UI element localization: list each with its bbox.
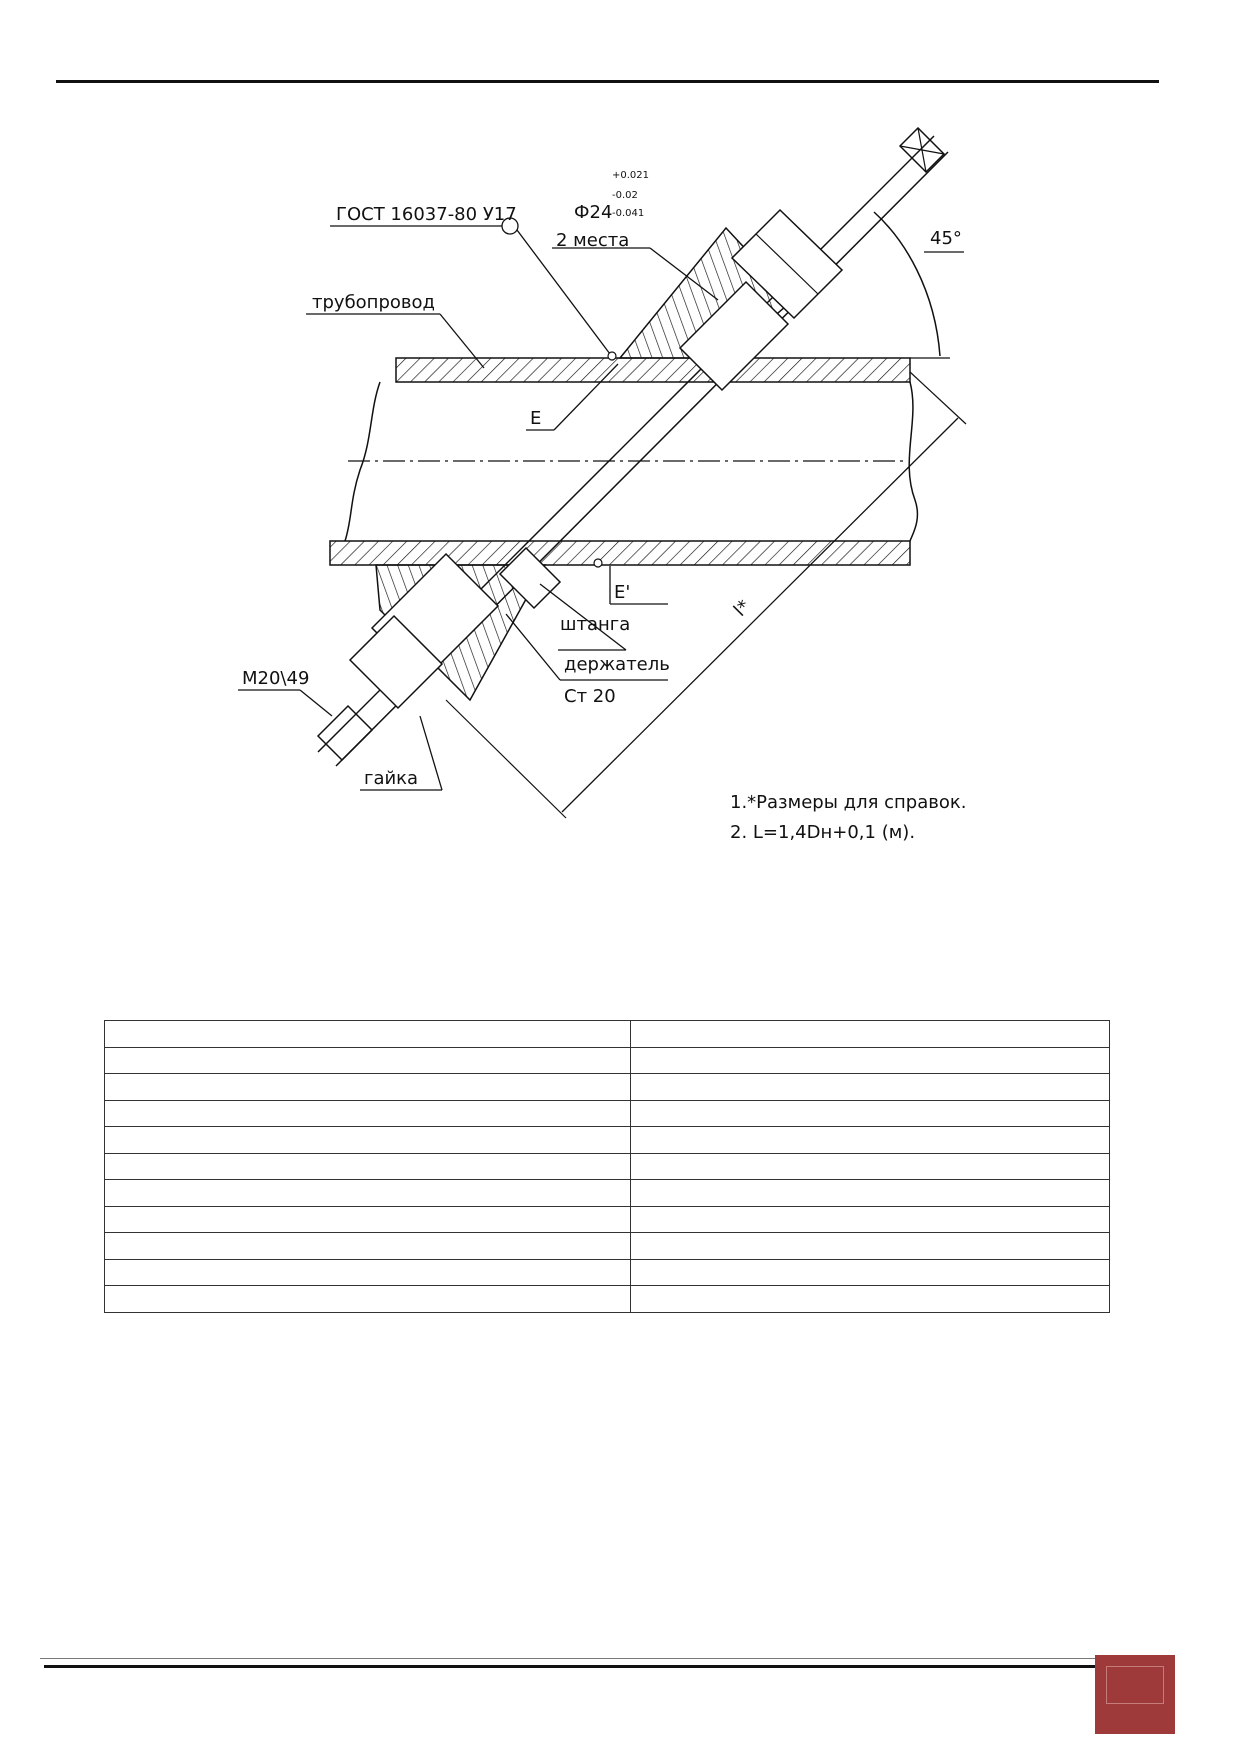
length-dimension [445, 371, 967, 819]
table-cell [104, 1179, 631, 1207]
table-row [104, 1152, 1110, 1180]
table-cell [104, 1205, 631, 1233]
table-row [104, 1205, 1110, 1233]
table-cell [630, 1046, 1110, 1074]
table-cell [104, 1099, 631, 1127]
gost-label: ГОСТ 16037-80 У17 [336, 204, 517, 225]
thread-label: M20\49 [242, 668, 309, 689]
leader-lines [238, 225, 719, 791]
table-cell [104, 1020, 631, 1048]
footer-rule-thin [40, 1658, 1095, 1659]
pipeline-label: трубопровод [312, 292, 435, 313]
angle-label: 45° [930, 228, 962, 249]
table-cell [630, 1073, 1110, 1101]
pipe-break-left [344, 381, 381, 542]
places-label: 2 места [556, 230, 629, 251]
table-cell [630, 1020, 1110, 1048]
table-cell [104, 1126, 631, 1154]
table-row [104, 1020, 1110, 1048]
table-row [104, 1073, 1110, 1101]
table-row [104, 1126, 1110, 1154]
table-cell [630, 1099, 1110, 1127]
angle-arc [873, 211, 941, 357]
table-row [104, 1099, 1110, 1127]
table-cell [630, 1126, 1110, 1154]
table-cell [104, 1285, 631, 1313]
holder-label: держатель [564, 654, 670, 675]
table-cell [630, 1232, 1110, 1260]
upper-nut [678, 208, 844, 392]
table-cell [630, 1179, 1110, 1207]
material-label: Ст 20 [564, 686, 616, 707]
table-cell [630, 1258, 1110, 1286]
pipe-break-right [908, 381, 919, 542]
page-number-badge [1095, 1655, 1175, 1734]
table-row [104, 1046, 1110, 1074]
table-cell [630, 1152, 1110, 1180]
technical-drawing: ГОСТ 16037-80 У17 Ф24 +0.021 -0.02 -0.04… [238, 126, 967, 843]
note-2: 2. L=1,4Dн+0,1 (м). [730, 822, 915, 843]
footer-rule [44, 1665, 1099, 1668]
table-row [104, 1232, 1110, 1260]
page-number-box [1106, 1666, 1164, 1704]
table-row [104, 1179, 1110, 1207]
lower-nut [348, 546, 562, 710]
table-cell [104, 1046, 631, 1074]
length-label: l* [730, 596, 755, 621]
weld-e-label: E [530, 408, 541, 429]
note-1: 1.*Размеры для справок. [730, 792, 966, 813]
tolerance-1: +0.021 [612, 170, 649, 181]
diameter-label: Ф24 [574, 202, 612, 223]
table-cell [104, 1152, 631, 1180]
pipe-wall-top [395, 357, 911, 383]
rod-label: штанга [560, 614, 630, 635]
lower-rod-end [316, 704, 374, 762]
table-cell [104, 1232, 631, 1260]
table-cell [104, 1073, 631, 1101]
pipe-wall-bottom [329, 540, 911, 566]
table-row [104, 1285, 1110, 1313]
weld-e2-label: E' [614, 582, 630, 603]
table-cell [630, 1205, 1110, 1233]
blank-table [104, 1020, 1110, 1313]
table-row [104, 1258, 1110, 1286]
table-cell [104, 1258, 631, 1286]
nut-label: гайка [364, 768, 418, 789]
tolerance-2: -0.02 [612, 190, 638, 201]
table-cell [630, 1285, 1110, 1313]
tolerance-3: -0.041 [612, 208, 644, 219]
top-rule [56, 80, 1159, 83]
